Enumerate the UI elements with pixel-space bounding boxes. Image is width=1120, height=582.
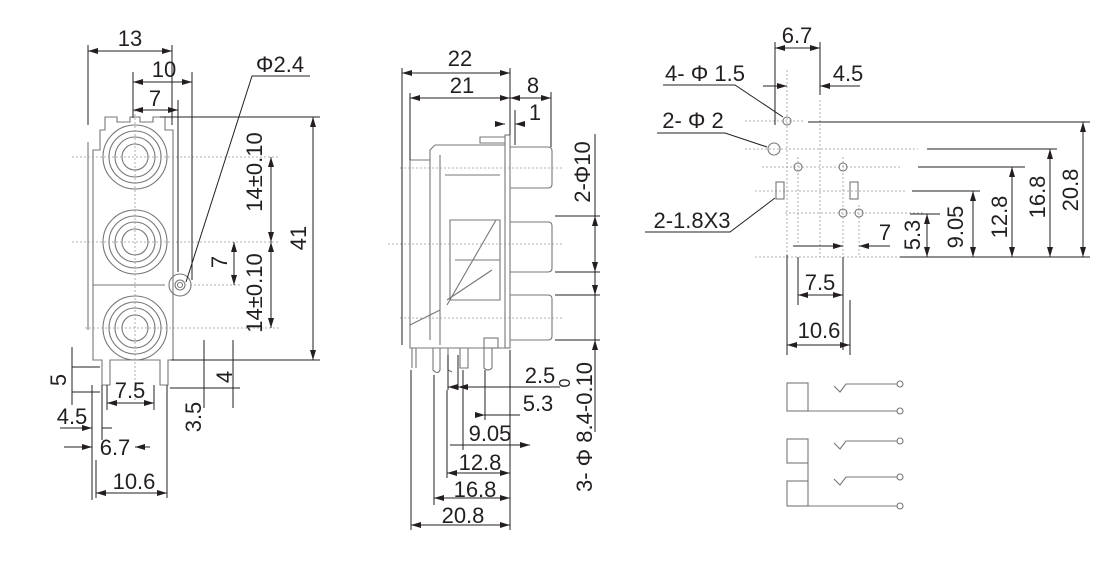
hole-1-5 bbox=[782, 116, 792, 126]
hole-2 bbox=[767, 142, 781, 156]
dim-h-7-5: 7.5 bbox=[805, 270, 836, 295]
dim-h-10-6: 10.6 bbox=[798, 318, 841, 343]
slot bbox=[849, 181, 859, 200]
dim-6-7: 6.7 bbox=[782, 23, 813, 48]
dim-h-7: 7 bbox=[879, 220, 891, 245]
hole-1-5 bbox=[793, 162, 803, 172]
dim-pin-4-5: 4.5 bbox=[57, 404, 88, 429]
front-dimensions bbox=[60, 45, 320, 500]
dim-7: 7 bbox=[149, 86, 161, 111]
circuit-schematic bbox=[786, 380, 904, 510]
dim-8: 8 bbox=[527, 73, 539, 98]
dim-pitch-lower: 14±0.10 bbox=[242, 253, 267, 332]
dim-height-41: 41 bbox=[286, 226, 311, 250]
dim-v-5-3: 5.3 bbox=[900, 220, 925, 251]
dim-v-20-8: 20.8 bbox=[1058, 169, 1083, 212]
dim-hole-2-4: Φ2.4 bbox=[256, 52, 304, 77]
dim-barrel-10: 2-Φ10 bbox=[570, 141, 595, 203]
dim-pin-7-5: 7.5 bbox=[115, 378, 146, 403]
dim-barrel-8-4: 3- Φ 8.4-0.10 bbox=[572, 362, 597, 492]
hole-1-5 bbox=[854, 208, 864, 218]
side-dimensions bbox=[401, 68, 600, 530]
dim-2-5: 2.5 bbox=[525, 363, 556, 388]
dim-22: 22 bbox=[448, 46, 472, 71]
dim-9-05: 9.05 bbox=[469, 421, 512, 446]
dim-pitch-upper: 14±0.10 bbox=[242, 132, 267, 211]
dim-pin-3-5: 3.5 bbox=[181, 402, 206, 433]
dim-v-12-8: 12.8 bbox=[987, 196, 1012, 239]
label-holes-1-5: 4- Φ 1.5 bbox=[665, 61, 745, 86]
pcb-layout: 6.7 4.5 4- Φ 1.5 2- Φ 2 2-1.8X3 5.3 9.05… bbox=[645, 23, 1090, 355]
label-holes-2: 2- Φ 2 bbox=[662, 108, 724, 133]
dim-pin-6-7: 6.7 bbox=[100, 435, 131, 460]
pcb-dimensions bbox=[645, 42, 1090, 355]
dim-13: 13 bbox=[118, 26, 142, 51]
dim-5-3: 5.3 bbox=[523, 391, 554, 416]
dim-4-5: 4.5 bbox=[833, 61, 864, 86]
dim-21: 21 bbox=[450, 73, 474, 98]
dim-12-8: 12.8 bbox=[459, 450, 502, 475]
dim-tolerance-0: 0 bbox=[557, 378, 574, 387]
dim-v-16-8: 16.8 bbox=[1025, 176, 1050, 219]
dim-offset-7: 7 bbox=[207, 256, 232, 268]
dim-pin-4: 4 bbox=[212, 371, 237, 383]
dim-pin-5: 5 bbox=[46, 374, 71, 386]
front-body bbox=[72, 110, 280, 400]
hole-1-5 bbox=[838, 162, 848, 172]
slot bbox=[775, 181, 785, 200]
label-slots: 2-1.8X3 bbox=[653, 208, 730, 233]
side-view: 22 21 8 1 2-Φ10 3- Φ 8.4-0.10 0 2.5 5.3 … bbox=[388, 46, 600, 530]
pcb-holes bbox=[745, 70, 925, 258]
dim-1: 1 bbox=[529, 100, 541, 125]
side-body bbox=[388, 134, 562, 374]
dim-10: 10 bbox=[152, 57, 176, 82]
dim-pin-10-6: 10.6 bbox=[113, 469, 156, 494]
dim-16-8: 16.8 bbox=[454, 477, 497, 502]
dim-v-9-05: 9.05 bbox=[943, 206, 968, 249]
hole-2 bbox=[838, 208, 848, 218]
dim-20-8: 20.8 bbox=[442, 503, 485, 528]
front-view: 13 10 7 Φ2.4 14±0.10 14±0.10 7 41 5 4 3.… bbox=[46, 26, 320, 500]
